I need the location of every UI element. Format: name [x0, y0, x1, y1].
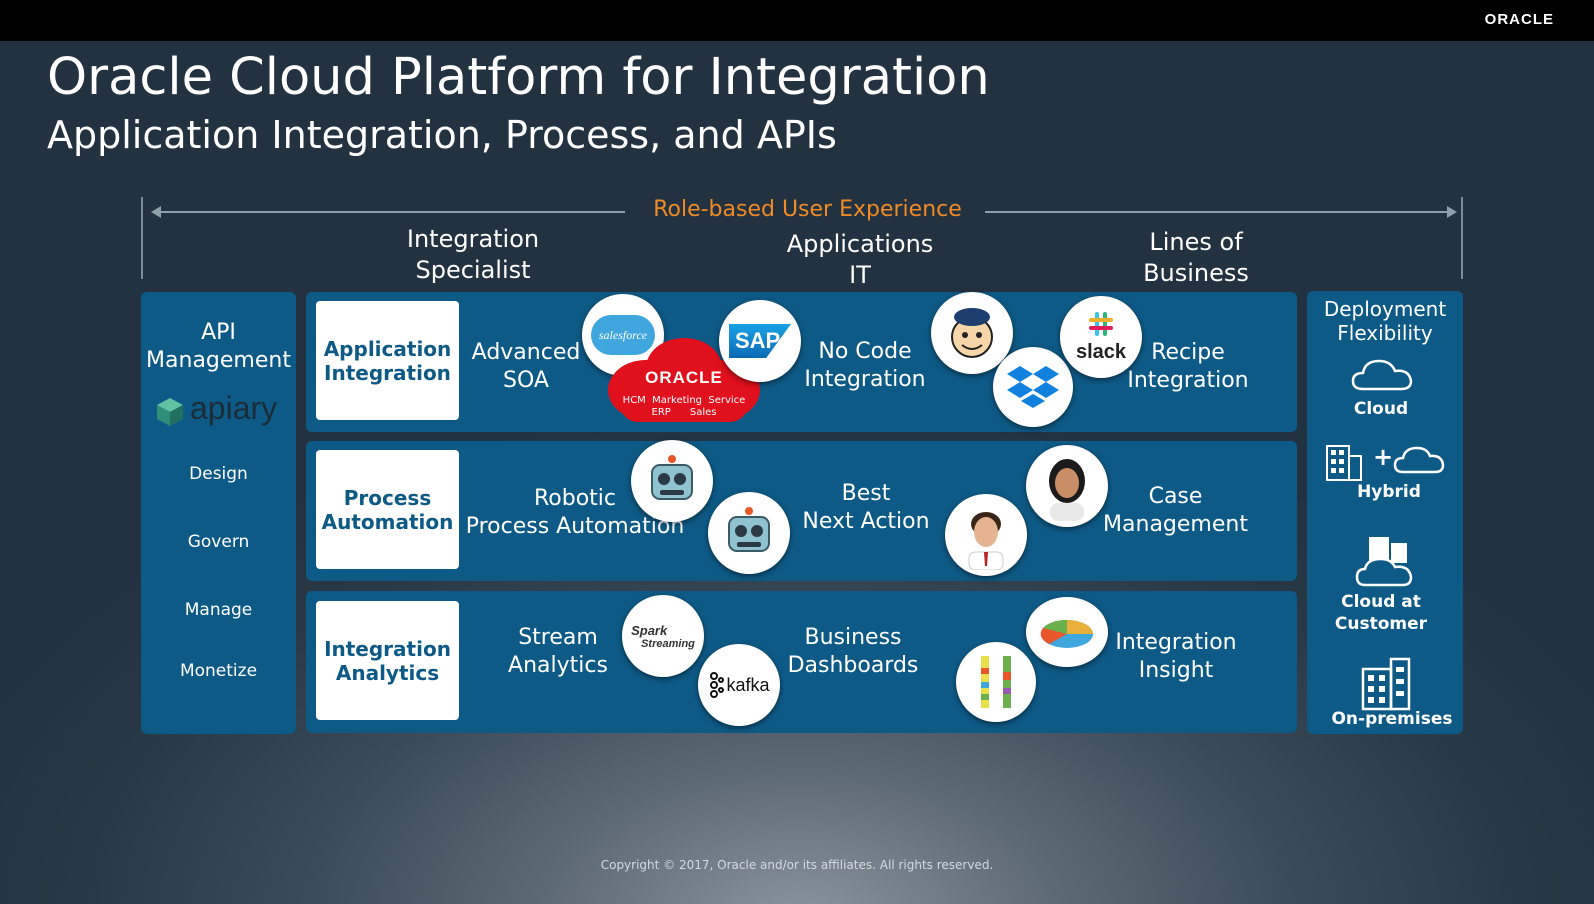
cloud-at-customer-icon: [1355, 537, 1413, 587]
row-process-automation: [306, 441, 1297, 581]
role-heading: Role-based User Experience: [653, 197, 962, 222]
api-item-govern: Govern: [187, 532, 250, 552]
on-premises-building-icon: [1361, 657, 1411, 711]
slack-logo: slack: [1060, 296, 1142, 378]
man-avatar-icon: [945, 494, 1027, 576]
arrow-right-icon: [1447, 206, 1457, 218]
spark-streaming-logo: Spark Streaming: [622, 595, 704, 677]
cloud-icon: [1351, 359, 1413, 391]
cloud-icon: [1393, 446, 1445, 474]
oracle-logo: ORACLE: [1484, 11, 1554, 28]
apiary-cube-icon: [157, 398, 183, 426]
kafka-nodes-icon: [710, 672, 725, 698]
span-line-right: [985, 211, 1450, 213]
plus-icon: +: [1373, 443, 1394, 471]
span-line-left: [155, 211, 625, 213]
robot-icon: [708, 492, 790, 574]
slide-title: Oracle Cloud Platform for Integration: [47, 48, 990, 107]
sap-badge-icon: SAP: [729, 324, 791, 358]
building-icon: [1326, 445, 1362, 481]
deploy-cloud-label: Cloud: [1353, 399, 1409, 419]
slide-subtitle: Application Integration, Process, and AP…: [47, 113, 837, 157]
woman-avatar-icon: [1026, 445, 1108, 527]
dashboard-chart-icon: [956, 642, 1036, 722]
salesforce-cloud-icon: salesforce: [591, 315, 655, 355]
mailchimp-logo: [931, 292, 1013, 374]
oracle-cloud-apps-icon: ORACLE HCM Marketing Service ERP Sales: [606, 338, 762, 424]
robot-icon: [631, 440, 713, 522]
top-bar: ORACLE: [0, 0, 1594, 41]
kafka-logo: kafka: [698, 644, 780, 726]
deploy-hybrid-label: Hybrid: [1357, 482, 1421, 502]
row-integration-analytics: [306, 591, 1297, 733]
arrow-left-icon: [151, 206, 161, 218]
copyright-footer: Copyright © 2017, Oracle and/or its affi…: [600, 858, 994, 872]
deploy-on-premises-label: On-premises: [1331, 709, 1453, 729]
span-left-divider: [141, 197, 143, 279]
api-item-monetize: Monetize: [179, 661, 258, 681]
apiary-text: apiary: [190, 390, 278, 426]
span-right-divider: [1461, 197, 1463, 279]
pie-chart-icon: [1026, 597, 1108, 667]
api-item-manage: Manage: [184, 600, 253, 620]
slack-hash-icon: [1089, 312, 1113, 336]
dropbox-icon: [1007, 366, 1059, 408]
api-item-design: Design: [189, 464, 248, 484]
sap-logo: SAP: [719, 300, 801, 382]
chimp-icon: [951, 308, 993, 358]
apiary-logo: apiary: [155, 390, 295, 430]
dropbox-logo: [993, 347, 1073, 427]
